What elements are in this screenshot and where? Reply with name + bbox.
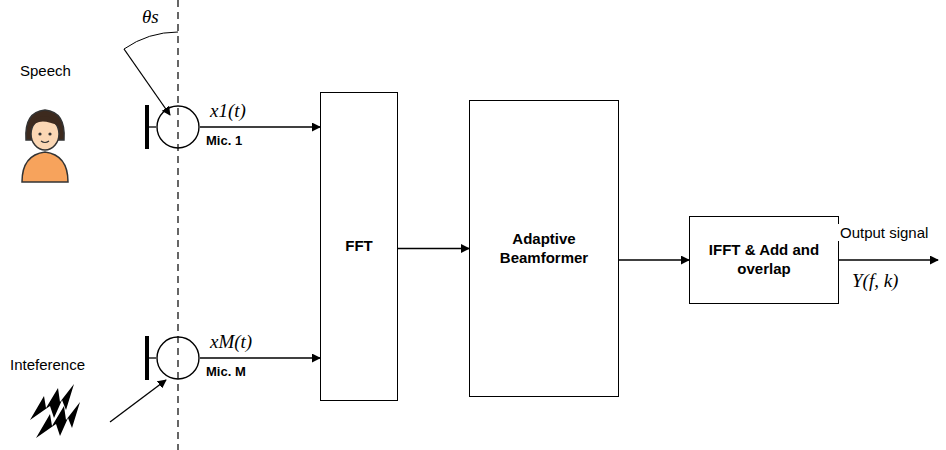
output-label: Output signal <box>838 224 930 241</box>
speaker-icon <box>22 110 68 182</box>
angle-arc <box>124 32 178 49</box>
mic-label: Mic. 1 <box>206 133 242 148</box>
array-axis <box>177 0 178 450</box>
microphone-symbol <box>140 103 200 151</box>
process-box: IFFT & Add and overlap <box>689 216 839 304</box>
signal-arrow <box>398 248 469 249</box>
box-label: FFT <box>341 237 377 256</box>
box-label: Adaptive Beamformer <box>470 230 618 268</box>
output-arrow <box>832 259 938 260</box>
process-box: FFT <box>320 92 398 401</box>
signal-name: x1(t) <box>208 100 248 122</box>
source-label: Inteference <box>8 356 87 373</box>
signal-arrow <box>619 259 689 260</box>
microphone: Mic. M <box>140 334 200 382</box>
signal-name: xM(t) <box>208 331 254 353</box>
mic-label: Mic. M <box>206 364 246 379</box>
signal-name: Y(f, k) <box>850 270 900 292</box>
signal-arrow <box>200 126 320 127</box>
source-label: Speech <box>18 62 73 79</box>
microphone: Mic. 1 <box>140 103 200 151</box>
angle-symbol: θs <box>140 6 161 28</box>
microphone-symbol <box>140 334 200 382</box>
interference-icon <box>30 384 80 438</box>
box-label: IFFT & Add and overlap <box>690 241 838 279</box>
interference-direction <box>110 380 166 422</box>
process-box: Adaptive Beamformer <box>469 100 619 397</box>
signal-arrow <box>200 357 320 358</box>
